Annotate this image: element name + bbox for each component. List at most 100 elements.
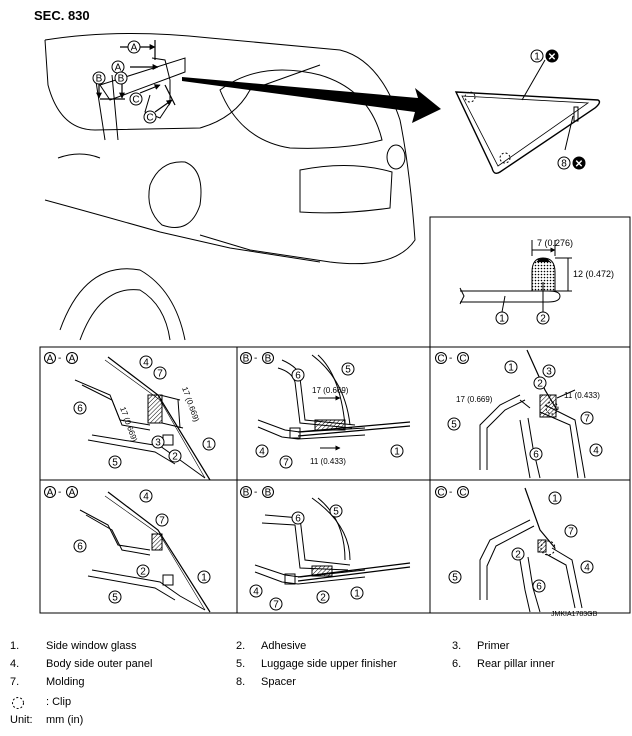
svg-text:2: 2 — [140, 567, 146, 578]
cc-top-header-left: C — [435, 352, 447, 365]
svg-text:4: 4 — [593, 446, 599, 457]
bb-top-header-right: B — [262, 352, 274, 365]
svg-text:5: 5 — [452, 573, 458, 584]
bb-top-dim-1: 17 (0.669) — [312, 386, 349, 395]
svg-text:B: B — [243, 488, 250, 499]
legend-label-1: Side window glass — [46, 640, 137, 652]
legend-num-7: 7. — [10, 676, 20, 688]
bb-bottom-header-left: B — [240, 486, 252, 499]
bb-bottom-callout-1: 1 — [350, 586, 364, 600]
cc-bottom-callout-7: 7 — [564, 524, 578, 538]
svg-text:7: 7 — [273, 600, 279, 611]
svg-text:2: 2 — [540, 314, 546, 325]
legend-num-6: 6. — [452, 658, 462, 670]
aa-top-callout-1: 1 — [202, 437, 216, 451]
legend-num-3: 3. — [452, 640, 462, 652]
svg-text:A: A — [47, 488, 54, 499]
cc-top-callout-2: 2 — [533, 376, 547, 390]
detail-dim-width: 7 (0.276) — [537, 238, 573, 248]
aa-bottom-callout-4: 4 — [139, 489, 153, 503]
legend-num-2: 2. — [236, 640, 246, 652]
glass-callout-8: 8 — [557, 156, 571, 170]
svg-text:1: 1 — [508, 363, 514, 374]
overview-callout-c2: C — [143, 110, 157, 124]
overview-callout-b1: B — [92, 71, 106, 85]
cc-bottom-header-right: C — [457, 486, 469, 499]
svg-text:A: A — [115, 63, 122, 74]
svg-text:A: A — [47, 354, 54, 365]
legend-num-8: 8. — [236, 676, 246, 688]
bb-top-header-left: B — [240, 352, 252, 365]
bb-top-callout-5: 5 — [341, 362, 355, 376]
svg-text:7: 7 — [283, 458, 289, 469]
bb-bottom-header-dash: - — [254, 487, 257, 498]
bb-top-header-dash: - — [254, 353, 257, 364]
svg-text:C: C — [132, 95, 139, 106]
svg-text:3: 3 — [155, 438, 161, 449]
svg-text:1: 1 — [534, 52, 540, 63]
cc-top-dim-1: 17 (0.669) — [456, 395, 493, 404]
aa-bottom-callout-1: 1 — [197, 570, 211, 584]
cc-top-callout-3: 3 — [542, 364, 556, 378]
svg-text:6: 6 — [295, 371, 301, 382]
svg-text:5: 5 — [112, 458, 118, 469]
svg-text:C: C — [459, 488, 466, 499]
cc-top-callout-4: 4 — [589, 443, 603, 457]
svg-text:2: 2 — [320, 593, 326, 604]
pointer-arrow — [182, 77, 441, 123]
svg-text:C: C — [459, 354, 466, 365]
svg-text:2: 2 — [537, 379, 543, 390]
cc-bottom-callout-4: 4 — [580, 560, 594, 574]
aa-bottom-callout-2: 2 — [136, 564, 150, 578]
aa-top-callout-4: 4 — [139, 355, 153, 369]
svg-text:5: 5 — [333, 507, 339, 518]
svg-text:6: 6 — [295, 514, 301, 525]
svg-text:6: 6 — [536, 582, 542, 593]
svg-text:7: 7 — [584, 414, 590, 425]
aa-top-callout-6: 6 — [73, 401, 87, 415]
bb-bottom-callout-5: 5 — [329, 504, 343, 518]
aa-top-dim-1: 17 (0.669) — [180, 386, 201, 424]
svg-text:1: 1 — [394, 447, 400, 458]
svg-text:4: 4 — [253, 587, 259, 598]
svg-text:5: 5 — [451, 420, 457, 431]
bb-bottom-callout-7: 7 — [269, 597, 283, 611]
section-number: SEC. 830 — [34, 8, 90, 23]
svg-text:7: 7 — [159, 516, 165, 527]
svg-text:✕: ✕ — [575, 159, 583, 170]
figure-code: JMKIA1783GB — [551, 611, 598, 618]
svg-text:4: 4 — [143, 358, 149, 369]
legend-num-4: 4. — [10, 658, 20, 670]
legend-num-5: 5. — [236, 658, 246, 670]
cc-bottom-callout-1: 1 — [548, 491, 562, 505]
svg-text:B: B — [96, 74, 103, 85]
bb-top-callout-1: 1 — [390, 444, 404, 458]
cc-bottom-callout-5: 5 — [448, 570, 462, 584]
svg-text:7: 7 — [568, 527, 574, 538]
clip-icon — [12, 697, 24, 709]
section-aa-bottom — [79, 491, 211, 613]
cc-top-header-right: C — [457, 352, 469, 365]
svg-text:5: 5 — [345, 365, 351, 376]
aa-top-header-dash: - — [58, 353, 61, 364]
section-bb-bottom — [254, 497, 411, 585]
side-window-glass-outline — [454, 59, 601, 175]
section-bb-top — [257, 354, 411, 451]
glass-x-mark-1: ✕ — [545, 49, 559, 63]
svg-text:C: C — [437, 354, 444, 365]
svg-text:4: 4 — [143, 492, 149, 503]
glass-callout-1: 1 — [530, 49, 544, 63]
svg-text:6: 6 — [533, 450, 539, 461]
svg-text:6: 6 — [77, 542, 83, 553]
bb-top-callout-7: 7 — [279, 455, 293, 469]
section-grid — [39, 346, 631, 614]
cc-top-header-dash: - — [449, 353, 452, 364]
clip-label: : Clip — [46, 696, 72, 708]
aa-bottom-header-dash: - — [58, 487, 61, 498]
detail-callout-2: 2 — [536, 311, 550, 325]
svg-text:1: 1 — [206, 440, 212, 451]
aa-top-callout-7: 7 — [153, 366, 167, 380]
cc-top-callout-5: 5 — [447, 417, 461, 431]
bb-bottom-callout-6: 6 — [291, 511, 305, 525]
